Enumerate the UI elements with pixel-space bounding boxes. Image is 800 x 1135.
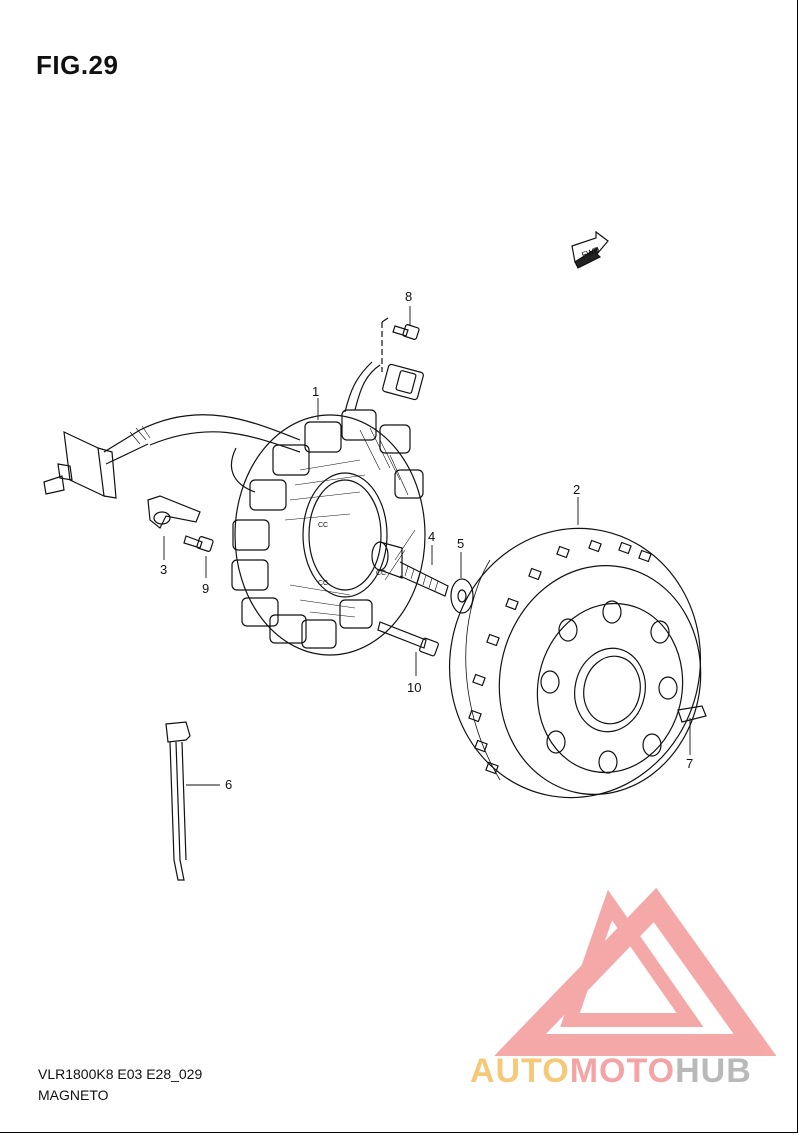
callout-1: 1 (312, 384, 319, 399)
stator-assembly: CC CC CC (43, 317, 426, 656)
diagram-caption: MAGNETO (38, 1087, 109, 1103)
rotor-key (677, 705, 707, 723)
main-connector (43, 425, 151, 499)
diagram-code: VLR1800K8 E03 E28_029 (38, 1066, 203, 1082)
svg-text:CC: CC (376, 570, 386, 577)
callout-9: 9 (202, 581, 209, 596)
rotor-flywheel (448, 527, 702, 799)
callout-2: 2 (573, 482, 580, 497)
svg-text:CC: CC (318, 522, 328, 529)
wire-clamp (147, 495, 201, 529)
callout-6: 6 (225, 777, 232, 792)
rotor-bolt (371, 541, 449, 597)
callout-8: 8 (405, 289, 412, 304)
leader-lines (163, 306, 691, 786)
top-connector (382, 363, 424, 401)
figure-title: FIG.29 (36, 50, 119, 80)
part-callouts: 1 2 3 4 5 6 7 8 9 10 (160, 289, 693, 792)
callout-3: 3 (160, 562, 167, 577)
watermark-logo (494, 887, 777, 1056)
callout-10: 10 (407, 680, 421, 695)
svg-text:CC: CC (318, 580, 328, 587)
bolt-9 (183, 535, 214, 552)
callout-7: 7 (686, 756, 693, 771)
washer (450, 578, 474, 614)
bolt-10 (377, 621, 439, 657)
bolt-8 (392, 324, 420, 340)
cable-tie (165, 721, 191, 881)
callout-5: 5 (457, 536, 464, 551)
callout-4: 4 (428, 529, 435, 544)
watermark-text: AUTOMOTOHUB (470, 1052, 752, 1090)
fwd-arrow-icon: FWD (571, 230, 609, 269)
